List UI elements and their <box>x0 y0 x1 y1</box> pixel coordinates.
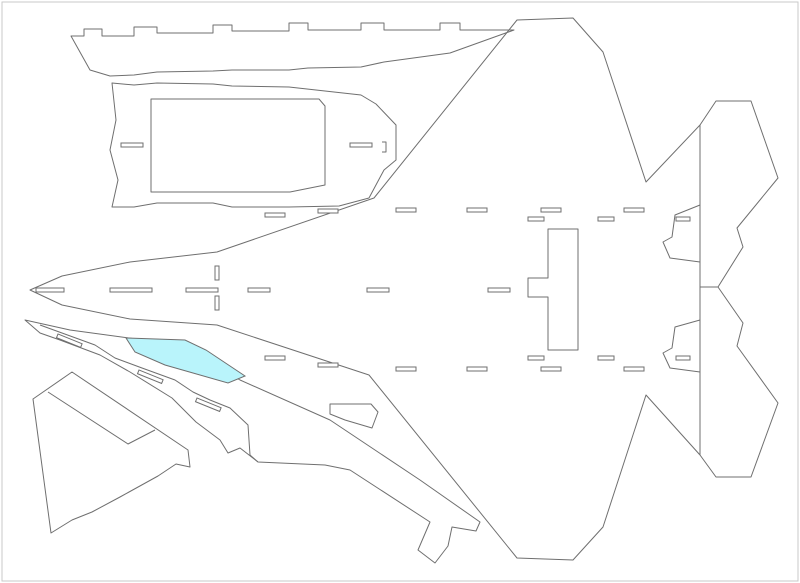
side-fuselage-slots <box>55 333 222 413</box>
triangular-fin-inner-line <box>47 391 156 445</box>
wing-notch-upper <box>662 204 701 263</box>
cockpit-frame-part <box>109 82 397 208</box>
canopy-glass <box>125 337 247 384</box>
vertical-stabilizer-strip-part <box>70 22 515 77</box>
frame-slot-right <box>349 142 373 148</box>
frame-slot-left <box>120 142 144 148</box>
side-fuselage-part <box>24 319 481 564</box>
side-fuselage-inner-edge <box>39 324 259 463</box>
cockpit-frame-opening <box>150 98 326 193</box>
frame-tab-right <box>382 141 387 153</box>
fuselage-slots <box>35 207 691 372</box>
wing-notch-lower <box>662 319 701 373</box>
triangular-fin-part <box>32 371 191 534</box>
tail-divider-line <box>699 125 718 455</box>
top-fuselage-part <box>29 17 779 561</box>
side-fuselage-tab <box>329 403 379 429</box>
center-keel-slot <box>527 228 579 351</box>
